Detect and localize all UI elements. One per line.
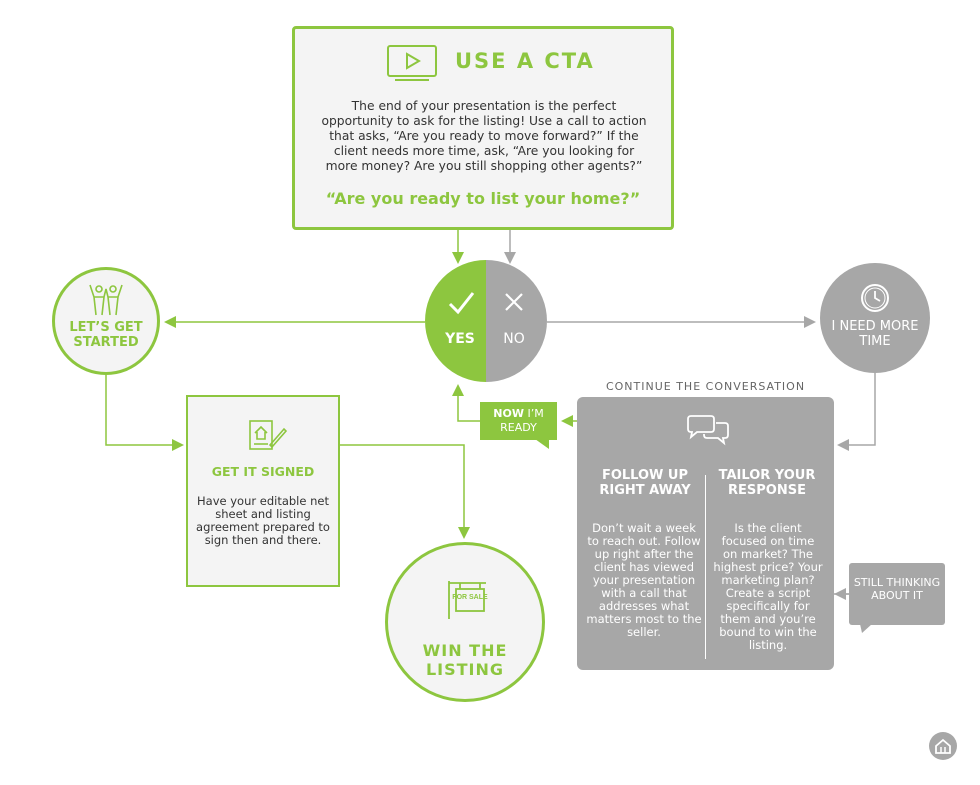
- need-more-time-node: I NEED MORE TIME: [820, 263, 930, 373]
- no-label: NO: [503, 331, 525, 347]
- no-half: [486, 260, 547, 382]
- need-more-time-label: I NEED MORE TIME: [831, 319, 919, 349]
- tailor-response-body: Is the client focused on time on market?…: [713, 521, 823, 652]
- yes-no-decision: [425, 260, 547, 382]
- ready-to-yes-arrow: [452, 384, 480, 422]
- get-it-signed-body: Have your editable net sheet and listing…: [196, 494, 330, 547]
- yes-label: YES: [445, 331, 475, 347]
- continue-conversation-panel: FOLLOW UP RIGHT AWAY Don’t wait a week t…: [577, 397, 834, 670]
- follow-up-body: Don’t wait a week to reach out. Follow u…: [586, 521, 702, 639]
- yes-half: [425, 260, 486, 382]
- video-play-icon: [387, 45, 437, 81]
- still-thinking-tail: [860, 624, 872, 633]
- chat-bubbles-icon: [687, 415, 729, 446]
- get-it-signed-box: GET IT SIGNED Have your editable net she…: [186, 395, 340, 587]
- continue-conversation-heading: CONTINUE THE CONVERSATION: [605, 380, 806, 393]
- house-icon: [935, 738, 951, 754]
- clock-icon: [861, 284, 889, 312]
- start-to-signed-arrow: [105, 375, 184, 451]
- now-im-ready-bubble: NOW I’M READY: [480, 402, 557, 440]
- get-it-signed-title: GET IT SIGNED: [211, 464, 315, 479]
- column-divider: [705, 475, 706, 659]
- win-the-listing-node: FOR SALE WIN THE LISTING: [385, 542, 545, 702]
- cta-title: USE A CTA: [455, 49, 595, 73]
- tailor-response-title: TAILOR YOUR RESPONSE: [718, 468, 816, 498]
- x-icon: [505, 293, 523, 311]
- more-time-to-convo-arrow: [837, 373, 876, 451]
- signed-document-icon: [249, 420, 288, 450]
- cta-body: The end of your presentation is the perf…: [321, 99, 647, 173]
- people-hands-up-icon: [89, 284, 123, 316]
- follow-up-title: FOLLOW UP RIGHT AWAY: [599, 468, 691, 498]
- lets-get-started-node: LET’S GET STARTED: [52, 267, 160, 375]
- signed-to-win-arrow: [340, 444, 470, 539]
- lets-get-started-label: LET’S GET STARTED: [69, 320, 143, 350]
- for-sale-sign-text: FOR SALE: [452, 594, 488, 601]
- cta-quote: “Are you ready to list your home?”: [325, 189, 641, 208]
- now-im-ready-rest: I’M READY: [500, 407, 544, 434]
- for-sale-sign-icon: FOR SALE: [448, 581, 488, 619]
- checkmark-icon: [448, 292, 475, 315]
- use-a-cta-box: USE A CTA The end of your presentation i…: [292, 26, 674, 230]
- now-im-ready-bold: NOW: [493, 407, 524, 420]
- still-thinking-bubble: STILL THINKING ABOUT IT: [849, 563, 945, 625]
- home-logo-button[interactable]: [929, 732, 957, 760]
- now-im-ready-tail: [535, 439, 549, 449]
- win-the-listing-label: WIN THE LISTING: [422, 641, 508, 679]
